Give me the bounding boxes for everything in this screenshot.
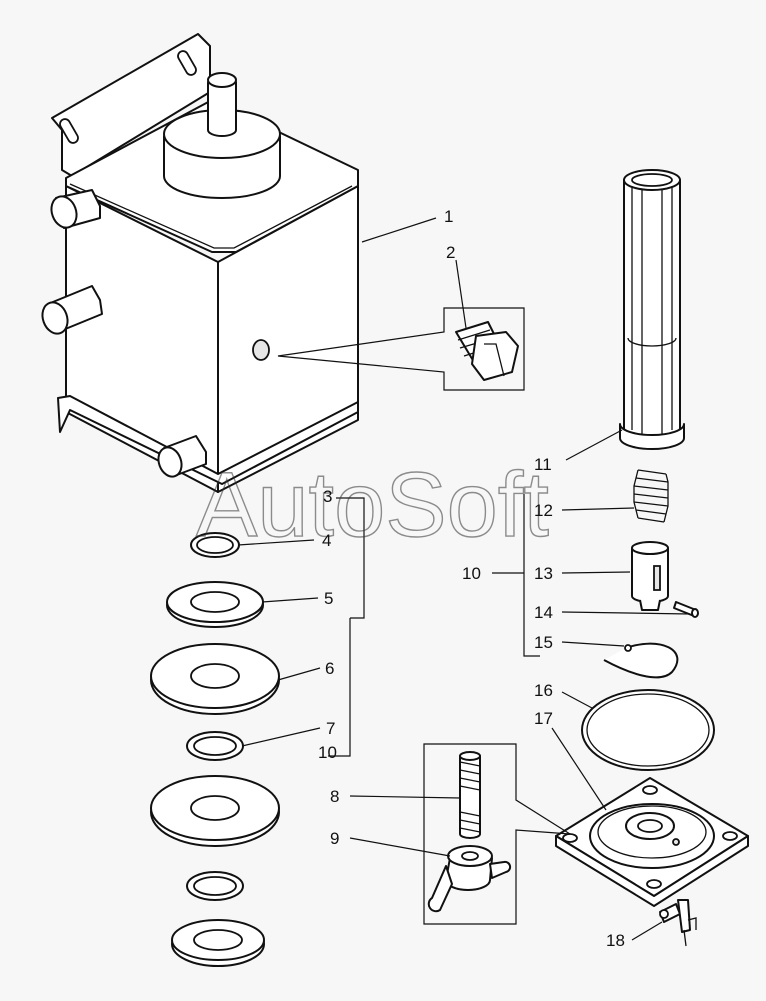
callout-4: 4 [322,531,331,550]
callout-10-right: 10 [462,564,481,583]
filter-cage-11 [619,169,685,450]
callout-10-left: 10 [318,743,337,762]
washer-6 [150,643,280,715]
wing-nut-9 [427,845,512,913]
pipe-stub-lower [157,435,207,478]
pipe-stub-upper [50,189,101,229]
callout-5: 5 [324,589,333,608]
o-ring-16 [581,689,715,771]
stud-detail-frame [423,743,571,925]
base-plate-17 [555,777,749,907]
callout-labels: 1 2 3 4 5 6 7 10 8 9 10 11 12 13 14 15 1… [318,207,625,950]
bracket-slot-lower [59,118,79,144]
callout-15: 15 [534,633,553,652]
callout-17: 17 [534,709,553,728]
callout-2: 2 [446,243,455,262]
leader-lines [237,217,691,941]
spring-12 [633,469,669,523]
pipe-stub-middle [41,285,103,335]
fitting-18 [659,899,697,947]
callout-16: 16 [534,681,553,700]
drain-plug-port [252,339,270,361]
drain-plug [455,321,519,381]
ring-7 [186,731,244,761]
washer-5 [166,581,264,628]
callout-3: 3 [323,487,332,506]
filler-neck [163,72,281,199]
callout-9: 9 [330,829,339,848]
callout-11: 11 [534,455,552,474]
bracket-10-right [523,494,540,657]
circlip-15 [603,642,679,679]
callout-1: 1 [444,207,453,226]
washer-stack [150,532,280,967]
callout-14: 14 [534,603,553,622]
washer-lower-large [150,775,280,847]
bracket-slot-upper [177,50,197,76]
callout-12: 12 [534,501,553,520]
o-ring-4 [190,532,240,558]
pin-14 [673,601,699,618]
tank-top-edge [69,183,353,249]
callout-18: 18 [606,931,625,950]
bracket-10-left [328,618,351,757]
plug-detail [277,307,525,391]
tank-bottom-flange [57,395,359,485]
plug-detail-frame [277,307,525,391]
stud-8 [459,751,481,839]
callout-8: 8 [330,787,339,806]
callout-7: 7 [326,719,335,738]
valve-13 [631,541,669,611]
callout-13: 13 [534,564,553,583]
bracket-3 [346,497,365,619]
mounting-bracket [51,33,211,177]
tank-assembly [41,33,359,493]
callout-6: 6 [325,659,334,678]
ring-lower [186,871,244,901]
washer-lower-small [171,919,265,967]
watermark: AutoSoft [196,454,549,556]
